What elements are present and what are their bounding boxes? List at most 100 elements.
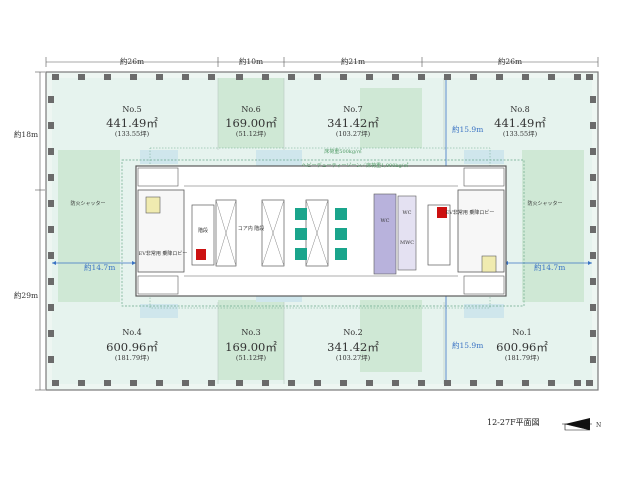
floor-load-label: 床荷重500kg/㎡ (324, 148, 361, 155)
column (522, 380, 529, 386)
column (208, 380, 215, 386)
unit-6-area: 169.00㎡ (225, 116, 277, 130)
column (590, 226, 596, 233)
measure-right-depth: 約14.7m (534, 262, 565, 272)
column (78, 380, 85, 386)
column (522, 74, 529, 80)
column (340, 380, 347, 386)
dim-top-4: 約26m (498, 56, 522, 66)
column (574, 74, 581, 80)
measure-left-depth: 約14.7m (84, 262, 115, 272)
green-band-left (58, 150, 120, 302)
green-band-bot-2 (360, 300, 422, 372)
heavy-duty-zone-outline (121, 159, 525, 307)
measure-right-lower: 約15.9m (452, 340, 483, 350)
core-label: コア内 階段 (238, 225, 265, 232)
emergency-marker (481, 255, 497, 273)
heavy-zone-bot-right (464, 304, 504, 318)
unit-7-tsubo: (103.27坪) (336, 130, 371, 138)
unit-5-number: No.5 (122, 105, 141, 114)
column (590, 330, 596, 337)
column (392, 74, 399, 80)
column (340, 74, 347, 80)
column (366, 380, 373, 386)
perimeter-columns (48, 74, 596, 386)
unit-6-tsubo: (51.12坪) (236, 130, 267, 138)
toilet-label-m: WC (381, 218, 390, 224)
dim-top-3: 約21m (341, 56, 365, 66)
green-band-top-6 (218, 78, 284, 148)
column (130, 380, 137, 386)
column (470, 380, 477, 386)
column (262, 380, 269, 386)
column (496, 380, 503, 386)
column (48, 330, 54, 337)
column (314, 380, 321, 386)
column (156, 74, 163, 80)
column (590, 174, 596, 181)
mwc-label: MWC (400, 240, 414, 246)
column (104, 74, 111, 80)
column (590, 304, 596, 311)
column (392, 380, 399, 386)
green-band-bot-3 (218, 300, 284, 380)
heavy-zone-top-left (140, 150, 178, 164)
unit-8-area: 441.49㎡ (494, 116, 546, 130)
unit-3-number: No.3 (241, 328, 260, 337)
unit-2-tsubo: (103.27坪) (336, 354, 371, 362)
dim-top-2: 約10m (239, 56, 263, 66)
stairs-label: 階段 (198, 227, 208, 234)
unit-3-area: 169.00㎡ (225, 340, 277, 354)
column (444, 74, 451, 80)
column (52, 380, 59, 386)
elevator (295, 228, 307, 240)
column (590, 148, 596, 155)
column (496, 74, 503, 80)
fire-equipment (196, 249, 206, 260)
column (182, 74, 189, 80)
column (182, 380, 189, 386)
column (314, 74, 321, 80)
elevator (295, 248, 307, 260)
column (48, 122, 54, 129)
heavy-duty-label: ヘビーデューティーゾーン／床荷重1,000kg/㎡ (302, 162, 409, 169)
column (208, 74, 215, 80)
column (366, 74, 373, 80)
column (418, 380, 425, 386)
heavy-zone-bot-left (140, 304, 178, 318)
column (130, 74, 137, 80)
green-band-top-7 (360, 88, 422, 148)
column (590, 356, 596, 363)
ev-hall-label-left: EV非常用 乗降ロビー (139, 250, 188, 257)
column (548, 74, 555, 80)
unit-4-number: No.4 (122, 328, 141, 337)
column (418, 74, 425, 80)
column (236, 74, 243, 80)
unit-7-number: No.7 (343, 105, 362, 114)
left-dimension-line (35, 71, 45, 391)
column (262, 74, 269, 80)
unit-1-area: 600.96㎡ (496, 340, 548, 354)
column (48, 148, 54, 155)
top-dimension-line (45, 57, 599, 67)
north-label: N (596, 422, 601, 429)
unit-2-area: 341.42㎡ (327, 340, 379, 354)
column (586, 380, 593, 386)
unit-8-number: No.8 (510, 105, 529, 114)
unit-3-tsubo: (51.12坪) (236, 354, 267, 362)
unit-6-number: No.6 (241, 105, 260, 114)
dim-left-upper: 約18m (14, 129, 38, 139)
plan-title: 12-27F平面図 (487, 418, 540, 427)
elevator (335, 208, 347, 220)
column (548, 380, 555, 386)
north-arrow-icon (562, 418, 592, 431)
measure-right-upper: 約15.9m (452, 124, 483, 134)
column (590, 200, 596, 207)
column (48, 278, 54, 285)
elevator (335, 248, 347, 260)
column (590, 122, 596, 129)
column (590, 96, 596, 103)
column (48, 226, 54, 233)
dim-top-1: 約26m (120, 56, 144, 66)
shaft-left-label: 防火シャッター (70, 200, 105, 207)
